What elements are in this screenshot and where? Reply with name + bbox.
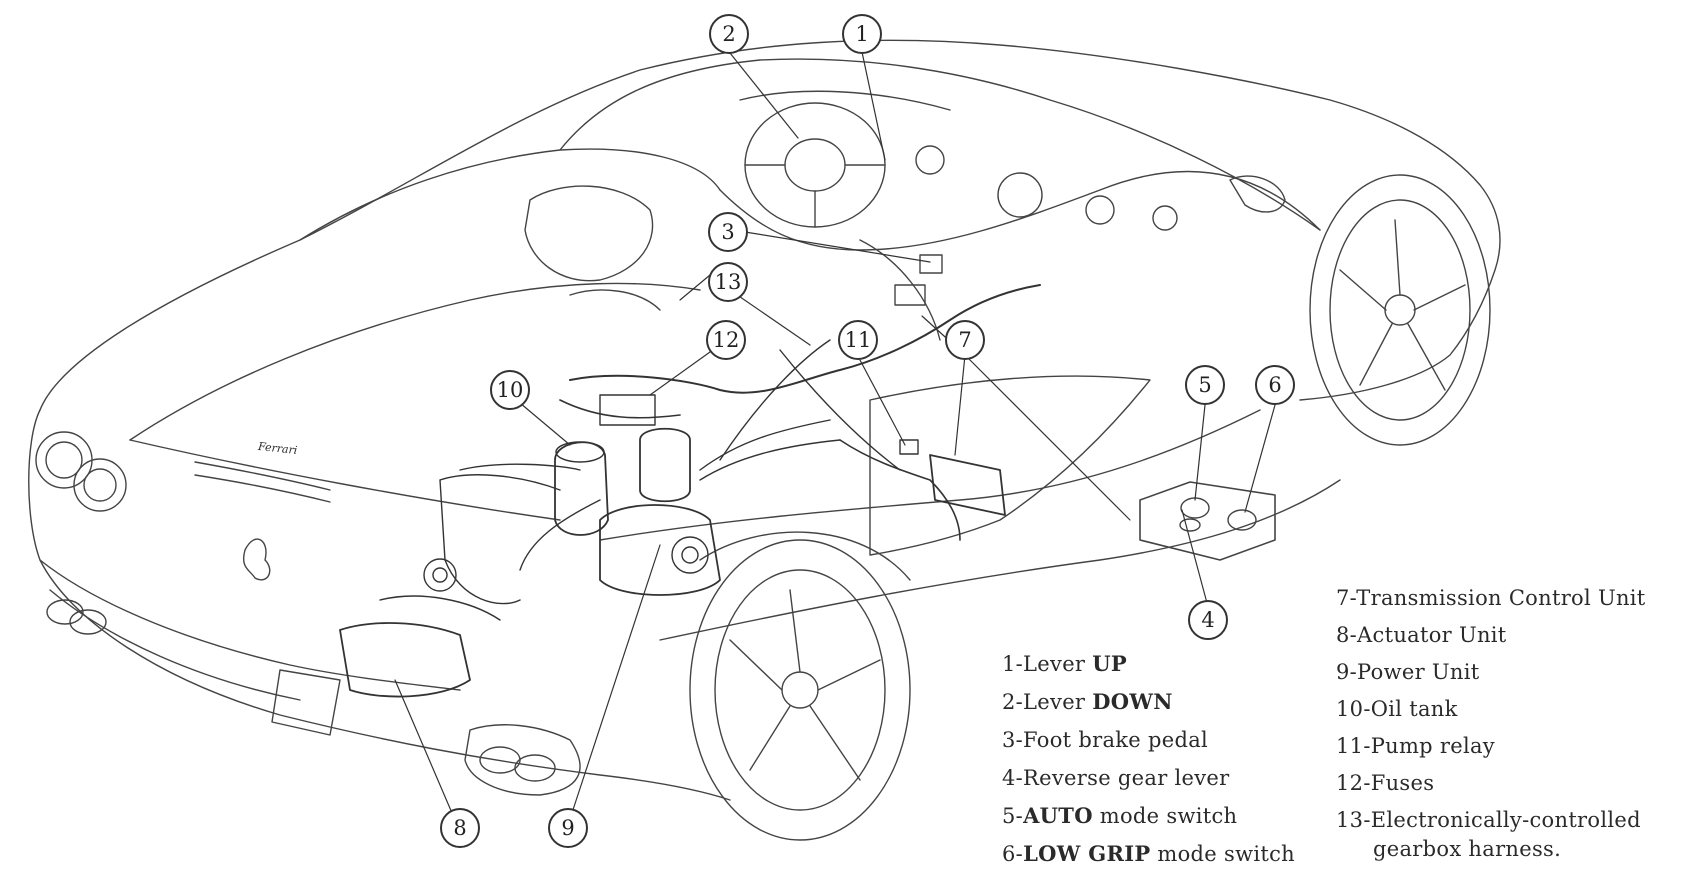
callout-12: 12 (706, 320, 746, 360)
callout-1-label: 1 (855, 22, 869, 46)
legend-item-12: 12-Fuses (1336, 771, 1435, 795)
legend-item-1-bold: UP (1092, 651, 1127, 676)
callout-10-label: 10 (496, 378, 524, 402)
callout-9: 9 (548, 808, 588, 848)
legend-item-5-text: 5- (1002, 804, 1024, 828)
legend-item-3: 3-Foot brake pedal (1002, 721, 1295, 759)
legend-item-11: 11-Pump relay (1336, 734, 1495, 758)
legend-item-2: 2-Lever DOWN (1002, 683, 1295, 721)
legend-item-13: 13-Electronically-controlled (1336, 808, 1641, 832)
legend-item-6-bold: LOW GRIP (1023, 841, 1151, 866)
legend-item-5-bold: AUTO (1023, 803, 1093, 828)
legend-left: 1-Lever UP 2-Lever DOWN 3-Foot brake ped… (1002, 645, 1295, 873)
legend-item-2-bold: DOWN (1092, 689, 1173, 714)
callout-5: 5 (1185, 365, 1225, 405)
legend-item-8: 8-Actuator Unit (1336, 623, 1507, 647)
legend-item-10: 10-Oil tank (1336, 697, 1458, 721)
car-body-outline (28, 39, 1501, 801)
callout-3: 3 (708, 212, 748, 252)
callout-13-label: 13 (714, 270, 742, 294)
callout-8: 8 (440, 808, 480, 848)
legend-item-1: 1-Lever UP (1002, 645, 1295, 683)
callout-2-label: 2 (722, 22, 736, 46)
legend-item-5: 5-AUTO mode switch (1002, 797, 1295, 835)
callout-11-label: 11 (844, 328, 872, 352)
legend-item-1-text: 1-Lever (1002, 652, 1093, 676)
callout-12-label: 12 (712, 328, 740, 352)
callout-6-label: 6 (1268, 373, 1282, 397)
legend-item-4: 4-Reverse gear lever (1002, 759, 1295, 797)
callout-1: 1 (842, 14, 882, 54)
callout-9-label: 9 (561, 816, 575, 840)
callout-3-label: 3 (721, 220, 735, 244)
callout-11: 11 (838, 320, 878, 360)
callout-8-label: 8 (453, 816, 467, 840)
callout-10: 10 (490, 370, 530, 410)
callout-4-label: 4 (1201, 608, 1215, 632)
legend-item-5-suffix: mode switch (1092, 804, 1238, 828)
legend-item-6-suffix: mode switch (1150, 842, 1295, 866)
legend-item-9: 9-Power Unit (1336, 660, 1480, 684)
gearbox-components (339, 284, 1041, 698)
rear-wheel (689, 531, 911, 841)
legend-item-7: 7-Transmission Control Unit (1336, 586, 1646, 610)
callout-4: 4 (1188, 600, 1228, 640)
legend-item-3-text: 3-Foot brake pedal (1002, 728, 1209, 752)
cockpit (524, 90, 1286, 341)
callout-13: 13 (708, 262, 748, 302)
front-wheel (1309, 174, 1491, 446)
callout-5-label: 5 (1198, 373, 1212, 397)
legend-item-2-text: 2-Lever (1002, 690, 1093, 714)
legend-right: 7-Transmission Control Unit 8-Actuator U… (1336, 580, 1646, 868)
legend-item-13-continuation: gearbox harness. (1373, 837, 1562, 861)
callout-7: 7 (945, 320, 985, 360)
legend-item-4-text: 4-Reverse gear lever (1002, 766, 1230, 790)
callout-7-label: 7 (958, 328, 972, 352)
legend-item-6: 6-LOW GRIP mode switch (1002, 835, 1295, 873)
callout-2: 2 (709, 14, 749, 54)
leader-lines (394, 51, 1276, 826)
legend-item-6-text: 6- (1002, 842, 1024, 866)
prancing-horse-logo (243, 538, 271, 581)
callout-6: 6 (1255, 365, 1295, 405)
mode-switch-panel (1139, 481, 1276, 561)
